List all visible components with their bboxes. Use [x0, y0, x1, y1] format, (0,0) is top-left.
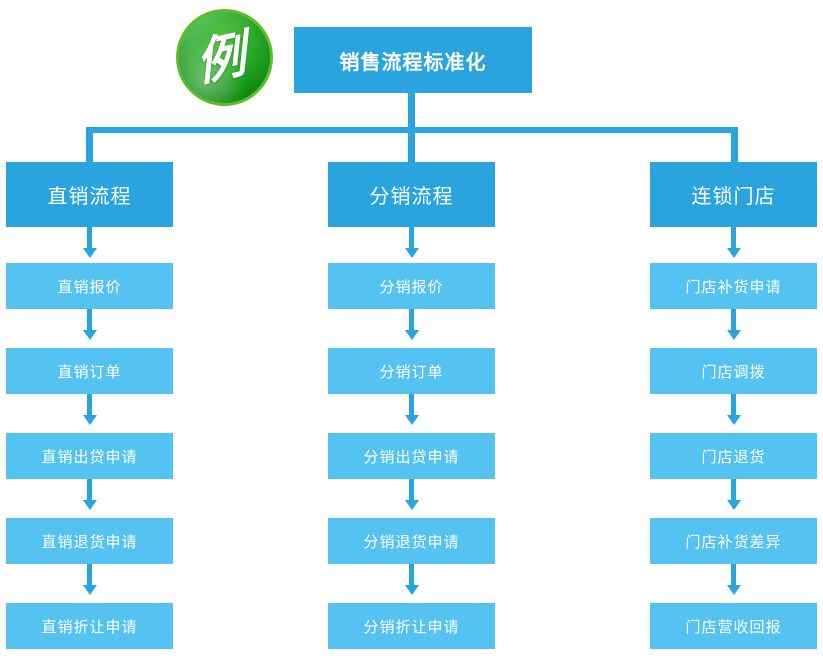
down-arrow-icon: [82, 479, 97, 510]
flow-node: 分销订单: [328, 348, 495, 394]
flow-node: 分销折让申请: [328, 603, 495, 649]
arrow-head: [726, 500, 741, 510]
flow-node: 直销出贷申请: [6, 433, 173, 479]
arrow-shaft: [87, 564, 92, 585]
flow-node: 直销订单: [6, 348, 173, 394]
flow-node: 分销报价: [328, 263, 495, 309]
arrow-head: [82, 415, 97, 425]
flow-node-label: 分销出贷申请: [363, 448, 460, 466]
flow-node-label: 门店营收回报: [685, 618, 782, 636]
arrow-shaft: [87, 309, 92, 330]
flow-node-label: 门店补货申请: [685, 278, 782, 296]
column-header-label: 分销流程: [369, 186, 454, 208]
column-distribution: 分销流程 分销报价 分销订单 分销出贷申请 分销退货申请 分销折让申请: [328, 162, 495, 649]
flow-node: 直销退货申请: [6, 518, 173, 564]
flow-node: 门店补货申请: [650, 263, 817, 309]
arrow-head: [404, 500, 419, 510]
down-arrow-icon: [404, 394, 419, 425]
arrow-shaft: [731, 394, 736, 415]
example-badge-label: 例: [196, 23, 253, 92]
arrow-shaft: [409, 479, 414, 500]
arrow-head: [82, 330, 97, 340]
down-arrow-icon: [726, 479, 741, 510]
flow-node-label: 直销折让申请: [41, 618, 138, 636]
down-arrow-icon: [726, 394, 741, 425]
flow-node-label: 分销退货申请: [363, 533, 460, 551]
arrow-shaft: [87, 227, 92, 248]
flow-node: 直销报价: [6, 263, 173, 309]
down-arrow-icon: [404, 564, 419, 595]
connector-drop-direct: [86, 127, 93, 162]
down-arrow-icon: [82, 227, 97, 258]
flow-node: 门店退货: [650, 433, 817, 479]
flow-node-label: 门店补货差异: [685, 533, 782, 551]
arrow-head: [404, 248, 419, 258]
arrow-head: [82, 248, 97, 258]
column-direct-sales: 直销流程 直销报价 直销订单 直销出贷申请 直销退货申请 直销折让申请: [6, 162, 173, 649]
arrow-shaft: [87, 394, 92, 415]
column-header: 连锁门店: [650, 162, 817, 227]
down-arrow-icon: [726, 564, 741, 595]
flow-node-label: 门店退货: [701, 448, 766, 466]
down-arrow-icon: [82, 564, 97, 595]
flow-node: 分销退货申请: [328, 518, 495, 564]
flow-node: 门店调拨: [650, 348, 817, 394]
column-header-label: 连锁门店: [691, 186, 776, 208]
arrow-shaft: [731, 479, 736, 500]
column-header: 直销流程: [6, 162, 173, 227]
down-arrow-icon: [404, 479, 419, 510]
down-arrow-icon: [726, 227, 741, 258]
down-arrow-icon: [82, 394, 97, 425]
down-arrow-icon: [404, 227, 419, 258]
arrow-head: [404, 585, 419, 595]
flow-node: 直销折让申请: [6, 603, 173, 649]
example-badge-icon: 例: [176, 9, 273, 106]
arrow-shaft: [409, 394, 414, 415]
arrow-head: [82, 500, 97, 510]
arrow-head: [404, 415, 419, 425]
down-arrow-icon: [726, 309, 741, 340]
arrow-shaft: [731, 309, 736, 330]
arrow-head: [726, 330, 741, 340]
flow-node-label: 直销报价: [57, 278, 122, 296]
arrow-head: [82, 585, 97, 595]
connector-drop-distrib: [408, 127, 415, 162]
root-node-label: 销售流程标准化: [339, 51, 487, 74]
arrow-head: [726, 585, 741, 595]
down-arrow-icon: [82, 309, 97, 340]
flow-node-label: 直销退货申请: [41, 533, 138, 551]
column-header: 分销流程: [328, 162, 495, 227]
flow-node-label: 分销折让申请: [363, 618, 460, 636]
arrow-shaft: [409, 227, 414, 248]
arrow-shaft: [409, 564, 414, 585]
flow-node-label: 直销出贷申请: [41, 448, 138, 466]
arrow-shaft: [409, 309, 414, 330]
arrow-head: [726, 415, 741, 425]
connector-root-stub: [408, 93, 415, 127]
arrow-shaft: [731, 564, 736, 585]
connector-drop-chain: [731, 127, 738, 162]
flow-node-label: 分销订单: [379, 363, 444, 381]
column-chain-stores: 连锁门店 门店补货申请 门店调拨 门店退货 门店补货差异 门店营收回报: [650, 162, 817, 649]
flow-node: 分销出贷申请: [328, 433, 495, 479]
arrow-shaft: [731, 227, 736, 248]
flow-node-label: 门店调拨: [701, 363, 766, 381]
flow-node-label: 分销报价: [379, 278, 444, 296]
flow-node: 门店营收回报: [650, 603, 817, 649]
arrow-shaft: [87, 479, 92, 500]
flow-node-label: 直销订单: [57, 363, 122, 381]
arrow-head: [726, 248, 741, 258]
down-arrow-icon: [404, 309, 419, 340]
root-node: 销售流程标准化: [294, 27, 532, 93]
arrow-head: [404, 330, 419, 340]
column-header-label: 直销流程: [47, 186, 132, 208]
flow-node: 门店补货差异: [650, 518, 817, 564]
